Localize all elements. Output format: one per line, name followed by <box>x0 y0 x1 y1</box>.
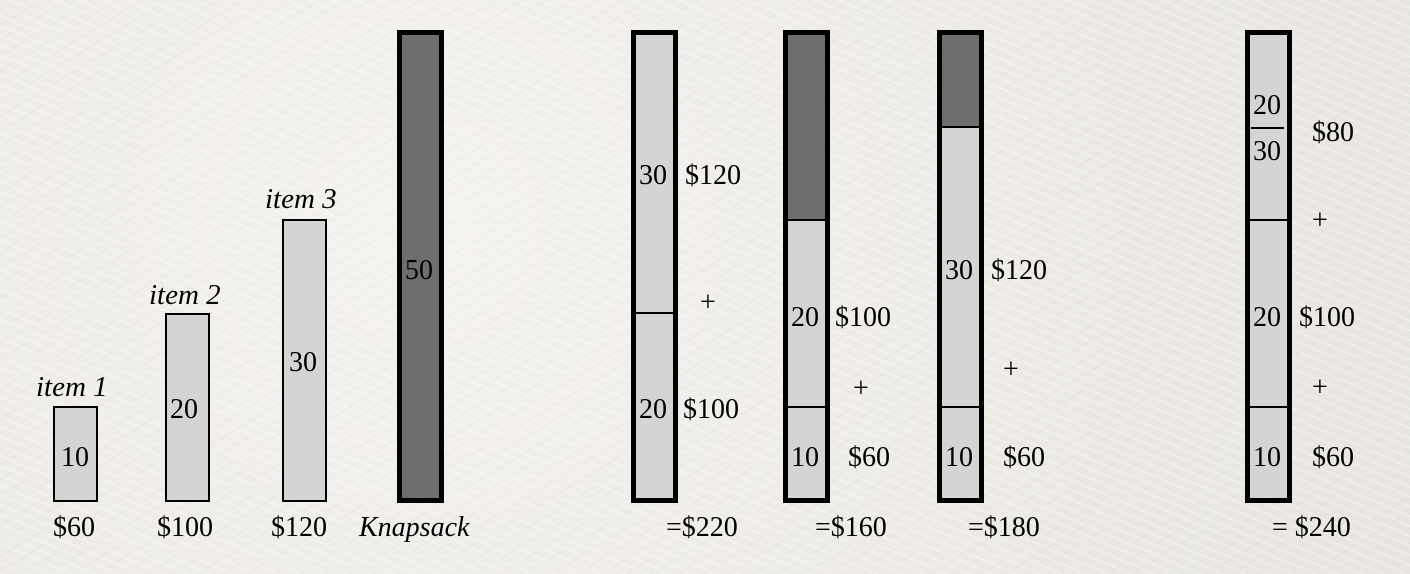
solution-1-plus: + <box>700 287 716 318</box>
solution-3-knapsack <box>937 30 984 503</box>
solution-2-seg-1-weight: 20 <box>791 302 819 333</box>
item-2-box <box>165 313 210 502</box>
solution-2-plus: + <box>853 373 869 404</box>
solution-1-seg-1-value: $120 <box>685 160 741 191</box>
item-3-value: $120 <box>271 512 327 543</box>
knapsack-box <box>397 30 444 503</box>
knapsack-capacity: 50 <box>405 255 433 286</box>
solution-4-seg-1-value: $80 <box>1312 117 1354 148</box>
solution-4-seg-3-weight: 10 <box>1253 442 1281 473</box>
item-1-weight: 10 <box>61 442 89 473</box>
item-3-box <box>282 219 327 502</box>
solution-3-seg-1-weight: 30 <box>945 255 973 286</box>
solution-1-seg-1-weight: 30 <box>639 160 667 191</box>
solution-1-divider <box>636 312 673 314</box>
solution-3-seg-2-value: $60 <box>1003 442 1045 473</box>
solution-2-seg-1-value: $100 <box>835 302 891 333</box>
solution-3-divider <box>942 406 979 408</box>
solution-3-empty-space <box>942 35 979 126</box>
solution-4-plus-2: + <box>1312 372 1328 403</box>
solution-4-fraction-denominator: 30 <box>1253 136 1281 167</box>
item-3-weight: 30 <box>289 347 317 378</box>
solution-4-divider-2 <box>1250 406 1287 408</box>
solution-2-knapsack <box>783 30 830 503</box>
solution-4-knapsack <box>1245 30 1292 503</box>
solution-1-seg-2-weight: 20 <box>639 394 667 425</box>
item-1-value: $60 <box>53 512 95 543</box>
solution-1-total: =$220 <box>666 512 738 543</box>
solution-3-seg-2-weight: 10 <box>945 442 973 473</box>
solution-2-seg-2-weight: 10 <box>791 442 819 473</box>
solution-2-divider-top <box>788 219 825 221</box>
solution-3-total: =$180 <box>968 512 1040 543</box>
solution-2-empty-space <box>788 35 825 219</box>
knapsack-label: Knapsack <box>359 512 470 543</box>
solution-4-plus-1: + <box>1312 205 1328 236</box>
item-2-label: item 2 <box>149 279 221 311</box>
solution-4-total: = $240 <box>1272 512 1351 543</box>
solution-4-seg-2-value: $100 <box>1299 302 1355 333</box>
solution-4-divider-1 <box>1250 219 1287 221</box>
item-1-label: item 1 <box>36 371 108 403</box>
solution-2-divider <box>788 406 825 408</box>
item-2-value: $100 <box>157 512 213 543</box>
solution-4-fraction-bar <box>1251 127 1284 129</box>
solution-4-seg-3-value: $60 <box>1312 442 1354 473</box>
solution-3-plus: + <box>1003 354 1019 385</box>
solution-4-fraction-numerator: 20 <box>1253 90 1281 121</box>
solution-2-seg-2-value: $60 <box>848 442 890 473</box>
item-2-weight: 20 <box>170 394 198 425</box>
solution-4-seg-2-weight: 20 <box>1253 302 1281 333</box>
item-1-box <box>53 406 98 502</box>
solution-2-total: =$160 <box>815 512 887 543</box>
solution-3-divider-top <box>942 126 979 128</box>
item-3-label: item 3 <box>265 183 337 215</box>
solution-1-knapsack <box>631 30 678 503</box>
solution-1-seg-2-value: $100 <box>683 394 739 425</box>
solution-3-seg-1-value: $120 <box>991 255 1047 286</box>
